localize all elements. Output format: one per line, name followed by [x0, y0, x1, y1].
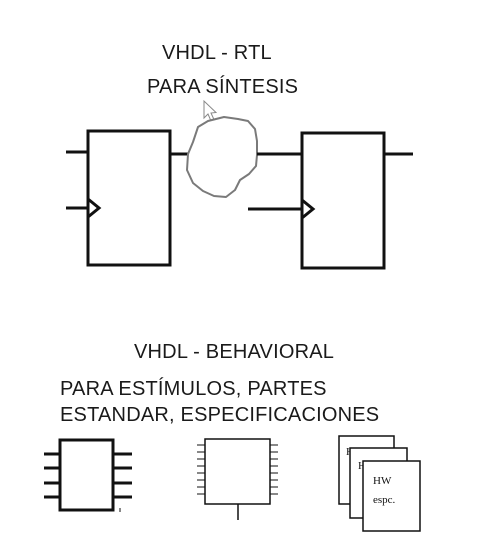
document-front-label-line1: HW [373, 475, 392, 487]
rtl-subtitle: PARA SÍNTESIS [147, 76, 299, 98]
document-front [362, 460, 421, 532]
dip-chip-icon [44, 438, 132, 512]
rtl-title: VHDL - RTL [162, 42, 272, 64]
right-register-clock-triangle [301, 198, 316, 220]
document-front-label-line2: espc. [373, 494, 396, 506]
behavioral-subtitle-line2: ESTANDAR, ESPECIFICACIONES [60, 404, 380, 426]
behavioral-subtitle-line1: PARA ESTÍMULOS, PARTES [60, 378, 327, 400]
left-register-clock-triangle [87, 197, 102, 219]
right-register [300, 131, 386, 270]
document-stack-icon: HW HW HW espc. [338, 435, 421, 532]
cursor-icon [203, 99, 218, 122]
combinational-logic-cloud [186, 116, 258, 198]
behavioral-title: VHDL - BEHAVIORAL [134, 341, 335, 363]
qfp-chip-icon [197, 438, 278, 520]
left-register [86, 129, 172, 267]
